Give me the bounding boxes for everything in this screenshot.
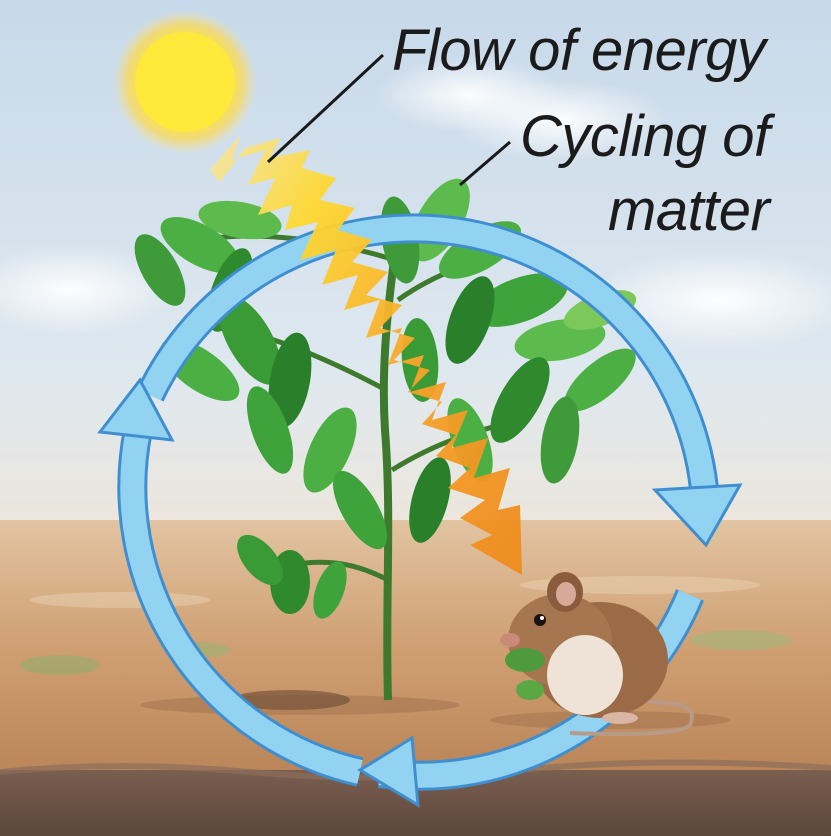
ground: [0, 520, 831, 780]
cycling-of-label: Cycling of: [520, 104, 770, 169]
cycling-leader-line: [459, 140, 511, 187]
energy-leader-line: [266, 53, 385, 164]
matter-label: matter: [608, 178, 770, 243]
sun-icon: [113, 10, 257, 154]
energy-bolt-icon: [210, 135, 522, 575]
mouse-icon: [500, 572, 694, 737]
flow-of-energy-label: Flow of energy: [392, 18, 766, 83]
